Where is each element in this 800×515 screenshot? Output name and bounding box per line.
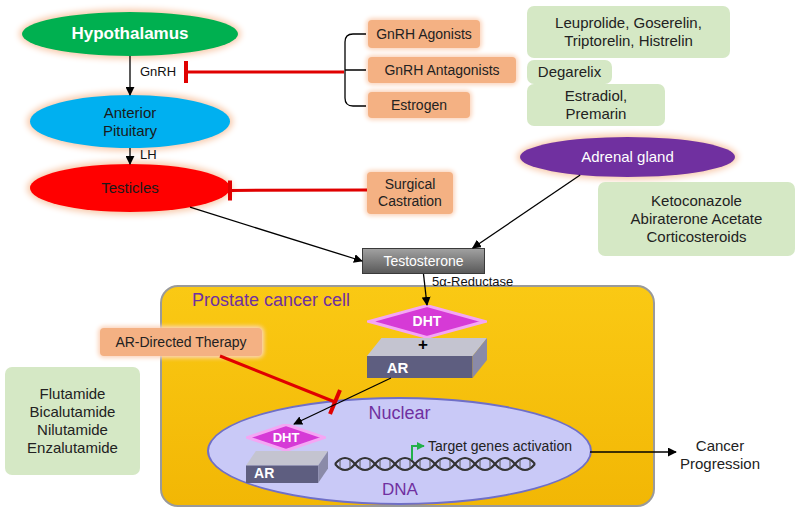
arrow-connector: [129, 148, 130, 164]
therapy-box: GnRH Antagonists: [368, 57, 516, 83]
annotation-label: Cancer Progression: [680, 437, 760, 473]
edge-label: LH: [140, 147, 157, 163]
hormone-box: Testosterone: [362, 248, 485, 274]
arrow-connector: [424, 274, 428, 305]
edge-label: 5α-Reductase: [432, 274, 513, 290]
inhibition-bar: [330, 390, 340, 414]
drug-list-box: Flutamide Bicalutamide Nilutamide Enzalu…: [5, 367, 140, 475]
ligand-diamond: DHT: [367, 305, 487, 338]
ligand-diamond: DHT: [246, 424, 326, 451]
node-label: DHT: [273, 430, 300, 446]
arrow-connector: [129, 56, 130, 95]
organ-ellipse: Testicles: [30, 164, 230, 212]
node-label: DHT: [413, 313, 442, 330]
therapy-box: AR-Directed Therapy: [100, 328, 262, 356]
inhibition-connector: [230, 189, 367, 192]
arrow-connector: [473, 175, 581, 248]
arrow-connector: [294, 378, 391, 424]
node-label: Prostate cancer cell: [192, 290, 350, 312]
dna-rungs: [340, 459, 530, 469]
node-label: Surgical Castration: [371, 176, 449, 210]
cell-region: Prostate cancer cellDHTARNuclearDHTAR: [160, 285, 655, 507]
bracket: [345, 34, 366, 106]
activation-arrow: [412, 446, 424, 460]
inhibition-line: [220, 356, 335, 402]
node-label: Leuprolide, Goserelin, Triptorelin, Hist…: [533, 14, 724, 50]
arrow-connector: [190, 207, 362, 261]
drug-list-box: Degarelix: [527, 60, 612, 84]
therapy-box: Estrogen: [368, 92, 470, 118]
drug-list-box: Estradiol, Premarin: [527, 84, 665, 126]
dna-strand: [335, 458, 535, 470]
node-label: Estrogen: [391, 97, 447, 114]
organ-ellipse: Adrenal gland: [520, 137, 735, 177]
node-label: Anterior Pituitary: [75, 104, 185, 140]
inhibition-line: [186, 71, 344, 74]
node-label: Adrenal gland: [581, 148, 674, 166]
node-label: AR: [387, 359, 409, 377]
therapy-box: GnRH Agonists: [368, 20, 480, 48]
node-label: Flutamide Bicalutamide Nilutamide Enzalu…: [23, 385, 123, 457]
organ-ellipse: Anterior Pituitary: [30, 95, 230, 148]
node-label: Ketoconazole Abiraterone Acetate Cortico…: [622, 192, 772, 246]
therapy-box: Surgical Castration: [367, 172, 453, 214]
receptor-slab: AR: [246, 451, 328, 483]
annotation-label: +: [418, 335, 428, 355]
drug-list-box: Ketoconazole Abiraterone Acetate Cortico…: [598, 182, 795, 256]
node-label: Estradiol, Premarin: [533, 87, 659, 123]
organ-ellipse: Hypothalamus: [22, 12, 238, 56]
annotation-label: Target genes activation: [428, 438, 572, 455]
node-label: AR-Directed Therapy: [115, 334, 246, 351]
edge-label: GnRH: [140, 64, 176, 80]
node-label: Testicles: [101, 179, 159, 197]
progression-arrow: [590, 451, 676, 452]
annotation-label: DNA: [382, 480, 418, 500]
drug-list-box: Leuprolide, Goserelin, Triptorelin, Hist…: [527, 6, 730, 58]
node-label: AR: [254, 465, 274, 482]
node-label: GnRH Antagonists: [384, 62, 499, 79]
node-label: GnRH Agonists: [376, 26, 472, 43]
dna-strand: [335, 458, 535, 470]
node-label: Testosterone: [383, 253, 463, 270]
node-label: Nuclear: [368, 403, 430, 425]
inhibition-bar: [184, 61, 188, 83]
node-label: Hypothalamus: [71, 24, 188, 44]
node-label: Degarelix: [538, 63, 601, 81]
